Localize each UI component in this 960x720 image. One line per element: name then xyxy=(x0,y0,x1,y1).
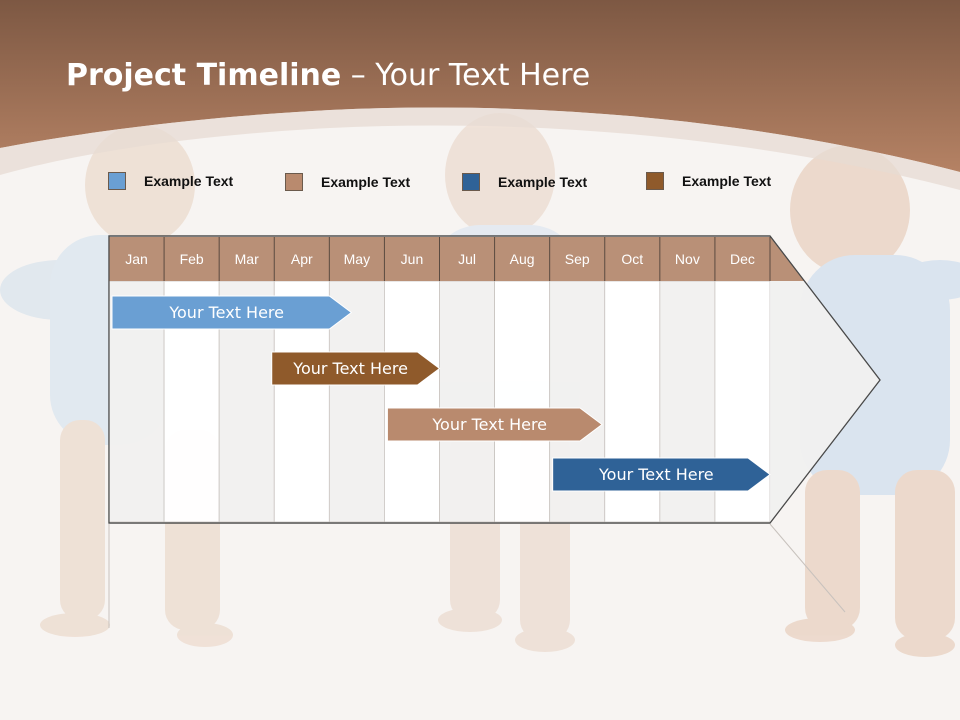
legend-swatch-2 xyxy=(285,173,303,191)
legend-label-3: Example Text xyxy=(498,174,588,190)
task-bar-4: Your Text Here xyxy=(552,457,771,492)
task-label: Your Text Here xyxy=(168,303,284,322)
task-arrow-shape xyxy=(271,351,441,386)
task-label: Your Text Here xyxy=(292,359,408,378)
legend-label-2: Example Text xyxy=(321,174,411,190)
timeline-arrow-outline xyxy=(108,235,881,524)
month-label-nov: Nov xyxy=(675,251,700,267)
legend-swatch-1 xyxy=(108,172,126,190)
month-labels: Jan Feb Mar Apr May Jun Jul Aug Sep Oct Nov Dec xyxy=(125,237,771,281)
timeline-reflection xyxy=(108,523,846,628)
month-label-jan: Jan xyxy=(125,251,148,267)
timeline-arrow-tip xyxy=(770,281,880,523)
slide-title: Project Timeline – Your Text Here xyxy=(66,58,590,93)
task-label: Your Text Here xyxy=(431,415,547,434)
month-label-jun: Jun xyxy=(401,251,424,267)
month-label-apr: Apr xyxy=(291,251,313,267)
month-column-jul xyxy=(439,280,495,523)
month-label-may: May xyxy=(344,251,370,267)
task-arrow-shape xyxy=(111,295,353,330)
legend-item-3: Example Text xyxy=(462,171,587,193)
month-label-dec: Dec xyxy=(730,251,755,267)
legend-item-2: Example Text xyxy=(285,171,410,193)
month-header-strip xyxy=(109,237,804,281)
task-bar-2: Your Text Here xyxy=(271,351,441,386)
legend-label-4: Example Text xyxy=(682,173,772,189)
month-label-jul: Jul xyxy=(458,251,476,267)
month-label-sep: Sep xyxy=(565,251,590,267)
legend-item-4: Example Text xyxy=(646,170,771,192)
month-label-feb: Feb xyxy=(180,251,204,267)
task-arrow-shape xyxy=(552,457,771,492)
legend-item-1: Example Text xyxy=(108,170,233,192)
month-column-aug xyxy=(494,280,551,523)
legend-swatch-4 xyxy=(646,172,664,190)
slide-title-bold: Project Timeline xyxy=(66,58,342,93)
month-label-mar: Mar xyxy=(235,251,259,267)
legend-label-1: Example Text xyxy=(144,173,234,189)
task-bar-3: Your Text Here xyxy=(386,407,603,442)
task-bar-1: Your Text Here xyxy=(111,295,353,330)
task-label: Your Text Here xyxy=(598,465,714,484)
month-label-oct: Oct xyxy=(621,251,643,267)
month-column-jun xyxy=(384,280,440,523)
month-label-aug: Aug xyxy=(510,251,535,267)
task-arrow-shape xyxy=(386,407,603,442)
slide-title-rest: – Your Text Here xyxy=(341,58,591,93)
legend-swatch-3 xyxy=(462,173,480,191)
header-band xyxy=(0,0,960,190)
